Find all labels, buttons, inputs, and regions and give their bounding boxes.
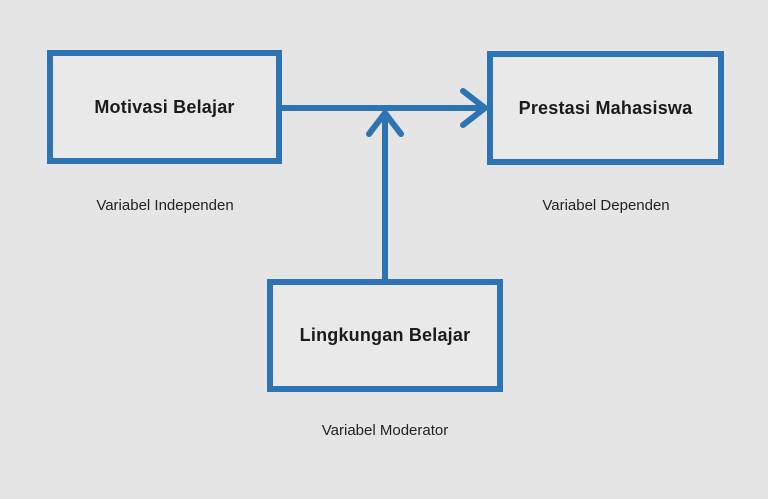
- caption-variabel-dependen: Variabel Dependen: [542, 197, 670, 214]
- caption-variabel-moderator: Variabel Moderator: [321, 422, 449, 439]
- arrow-head-up-icon: [366, 110, 404, 137]
- node-independent-box: Motivasi Belajar: [47, 50, 282, 164]
- arrow-independent-to-dependent: [279, 88, 488, 128]
- node-dependent-title: Prestasi Mahasiswa: [518, 97, 693, 118]
- arrow-head-right-icon: [460, 88, 488, 128]
- caption-variabel-independen: Variabel Independen: [96, 197, 234, 214]
- node-moderator-title: Lingkungan Belajar: [299, 325, 471, 345]
- node-moderator-box: Lingkungan Belajar: [267, 279, 503, 392]
- node-independent-title: Motivasi Belajar: [94, 96, 235, 117]
- node-dependent-box: Prestasi Mahasiswa: [487, 51, 724, 165]
- arrow-moderator-to-edge: [366, 110, 404, 284]
